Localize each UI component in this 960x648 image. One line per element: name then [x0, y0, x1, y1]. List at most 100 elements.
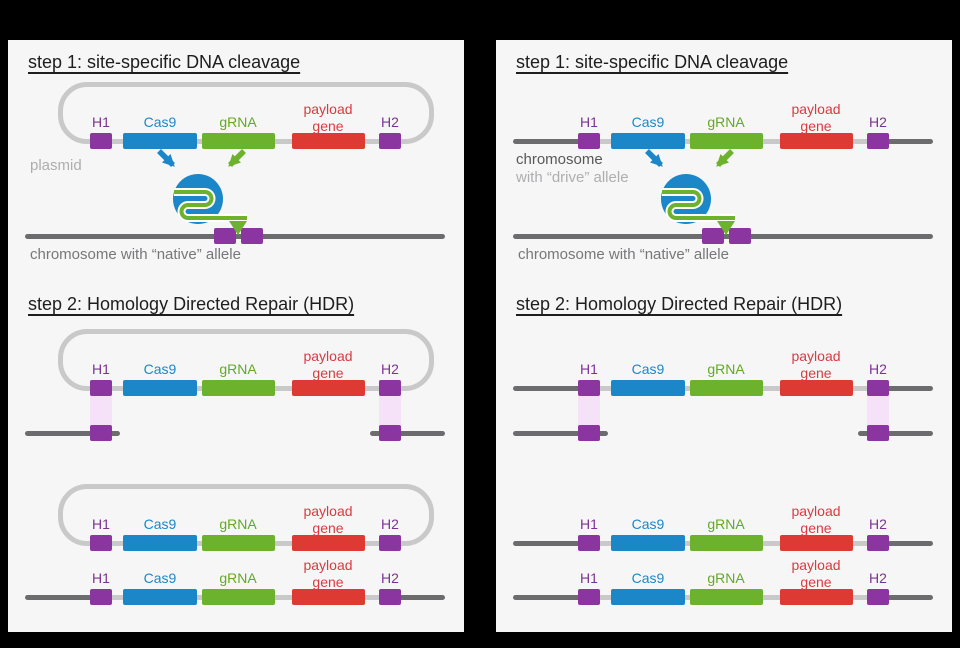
- h2-label: H2: [381, 361, 399, 377]
- cas9-label: Cas9: [143, 361, 177, 377]
- cleavage-arrow-blue-icon: [157, 149, 175, 167]
- cas9-box: [123, 133, 197, 149]
- h1-label: H1: [580, 114, 598, 130]
- cas9-grna-complex-icon: [645, 149, 735, 235]
- cas9-box: [123, 380, 197, 396]
- drive-chromosome-caption-line1: chromosome: [516, 151, 603, 168]
- cas9-grna-complex-icon: [157, 149, 247, 235]
- h1-box: [578, 133, 600, 149]
- step1-heading: step 1: site-specific DNA cleavage: [28, 52, 301, 72]
- grna-label: gRNA: [219, 570, 257, 586]
- h2-label: H2: [381, 114, 399, 130]
- payload-box: [292, 589, 365, 605]
- drive-chromosome-caption-line2: with “drive” allele: [516, 169, 629, 186]
- panel-plasmid-drive: step 1: site-specific DNA cleavage H1 Ca…: [8, 40, 464, 632]
- grna-label: gRNA: [219, 361, 257, 377]
- grna-box: [690, 535, 763, 551]
- grna-label: gRNA: [707, 361, 745, 377]
- h1-box: [90, 380, 112, 396]
- cas9-box: [611, 535, 685, 551]
- cas9-box: [123, 589, 197, 605]
- native-allele-caption: chromosome with “native” allele: [30, 246, 241, 263]
- cas9-label: Cas9: [631, 570, 665, 586]
- cas9-box: [611, 133, 685, 149]
- cut-site-left-box: [702, 228, 724, 244]
- step2-heading: step 2: Homology Directed Repair (HDR): [516, 294, 843, 314]
- cas9-label: Cas9: [631, 361, 665, 377]
- grna-box: [690, 380, 763, 396]
- cut-site-pointer-icon: [717, 221, 735, 235]
- cleavage-arrow-blue-icon: [645, 149, 663, 167]
- cleavage-arrow-green-icon: [716, 149, 734, 167]
- h2-box: [379, 133, 401, 149]
- h1-box: [578, 425, 600, 441]
- h2-box: [867, 535, 889, 551]
- h1-box: [578, 589, 600, 605]
- payload-box: [780, 133, 853, 149]
- step1-heading: step 1: site-specific DNA cleavage: [516, 52, 789, 72]
- cas9-box: [123, 535, 197, 551]
- h2-box: [379, 535, 401, 551]
- cas9-label: Cas9: [631, 114, 665, 130]
- h1-label: H1: [580, 516, 598, 532]
- h1-box: [578, 535, 600, 551]
- grna-label: gRNA: [707, 114, 745, 130]
- h2-box: [379, 589, 401, 605]
- h2-box: [867, 589, 889, 605]
- h2-box: [379, 380, 401, 396]
- native-allele-caption: chromosome with “native” allele: [518, 246, 729, 263]
- cas9-box: [611, 380, 685, 396]
- panel-chromosome-drive: step 1: site-specific DNA cleavage H1 Ca…: [496, 40, 952, 632]
- payload-box: [780, 589, 853, 605]
- payload-box: [780, 535, 853, 551]
- grna-label: gRNA: [707, 570, 745, 586]
- h1-label: H1: [92, 114, 110, 130]
- plasmid-caption: plasmid: [30, 157, 82, 174]
- h2-label: H2: [869, 114, 887, 130]
- h1-box: [90, 589, 112, 605]
- grna-label: gRNA: [219, 516, 257, 532]
- h1-label: H1: [92, 361, 110, 377]
- h1-box: [90, 133, 112, 149]
- h1-label: H1: [580, 361, 598, 377]
- payload-box: [292, 133, 365, 149]
- cleavage-arrow-green-icon: [228, 149, 246, 167]
- h1-label: H1: [580, 570, 598, 586]
- grna-box: [202, 535, 275, 551]
- h2-label: H2: [869, 516, 887, 532]
- payload-box: [292, 380, 365, 396]
- h2-label: H2: [869, 361, 887, 377]
- h2-label: H2: [381, 570, 399, 586]
- grna-box: [202, 589, 275, 605]
- cas9-label: Cas9: [143, 114, 177, 130]
- step2-heading: step 2: Homology Directed Repair (HDR): [28, 294, 355, 314]
- grna-strand-icon: [662, 190, 735, 220]
- grna-box: [690, 589, 763, 605]
- chromosome-right-segment: [858, 430, 933, 436]
- h2-box: [867, 425, 889, 441]
- chromosome-left-segment: [513, 430, 608, 436]
- grna-box: [202, 133, 275, 149]
- cut-site-right-box: [729, 228, 751, 244]
- h1-box: [90, 535, 112, 551]
- h2-box: [379, 425, 401, 441]
- grna-label: gRNA: [707, 516, 745, 532]
- h1-label: H1: [92, 570, 110, 586]
- h1-box: [90, 425, 112, 441]
- payload-box: [292, 535, 365, 551]
- cut-site-pointer-icon: [229, 221, 247, 235]
- h2-box: [867, 133, 889, 149]
- grna-box: [202, 380, 275, 396]
- cas9-box: [611, 589, 685, 605]
- h1-box: [578, 380, 600, 396]
- h2-label: H2: [381, 516, 399, 532]
- cas9-label: Cas9: [143, 570, 177, 586]
